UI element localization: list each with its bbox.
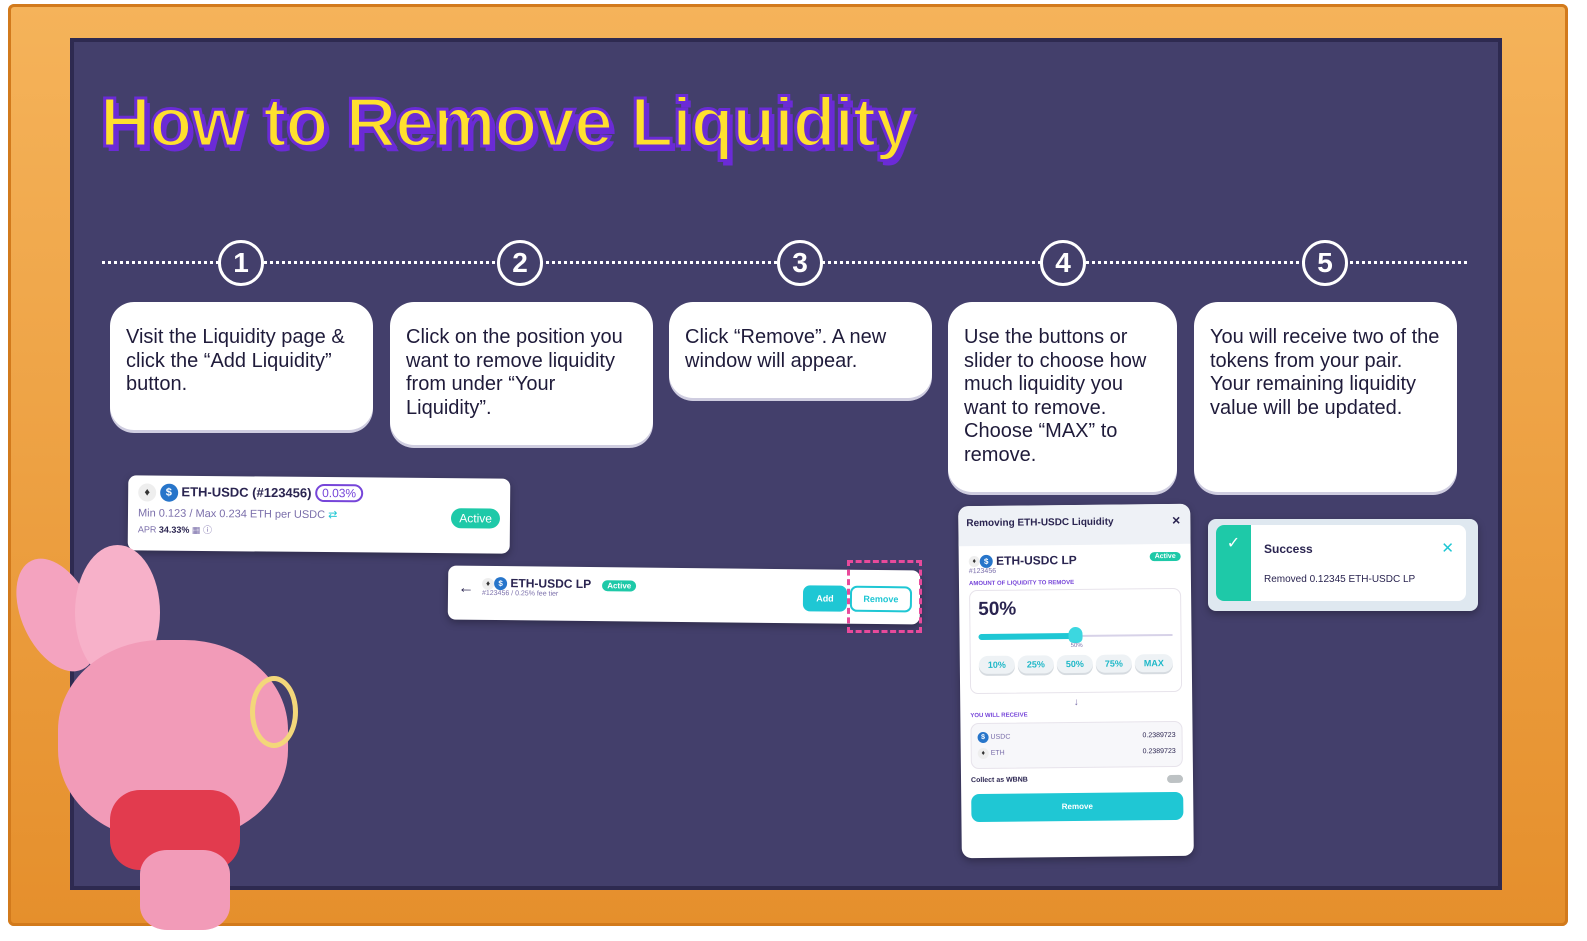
- token-symbol: USDC: [990, 734, 1011, 742]
- step-card-4: Use the buttons or slider to choose how …: [948, 302, 1177, 492]
- eth-icon: ♦: [482, 577, 495, 590]
- remove-liquidity-modal: Removing ETH-USDC Liquidity× ♦$ ETH-USDC…: [958, 503, 1194, 859]
- collect-wbnb-toggle[interactable]: [1166, 775, 1184, 784]
- step-number-4: 4: [1040, 240, 1086, 286]
- lp-name: ETH-USDC LP: [510, 576, 591, 592]
- toast-message: Removed 0.12345 ETH-USDC LP: [1264, 574, 1416, 585]
- token-symbol: ETH: [990, 750, 1005, 758]
- step-card-5: You will receive two of the tokens from …: [1194, 302, 1457, 492]
- eth-icon: ♦: [977, 747, 989, 760]
- amount-slider[interactable]: 50%: [978, 625, 1173, 650]
- arrow-down-icon: ↓: [1073, 697, 1079, 709]
- eth-icon: ♦: [138, 483, 157, 502]
- status-badge: Active: [451, 508, 501, 529]
- position-card[interactable]: ♦ $ ETH-USDC (#123456) 0.03% Min 0.123 /…: [127, 475, 511, 554]
- swap-icon[interactable]: ⇄: [328, 509, 338, 522]
- step-card-1: Visit the Liquidity page & click the “Ad…: [110, 302, 373, 430]
- receive-label: YOU WILL RECEIVE: [970, 712, 1028, 720]
- token-amount: 0.2389723: [1142, 732, 1176, 740]
- confirm-remove-button[interactable]: Remove: [971, 792, 1184, 823]
- close-icon[interactable]: ✕: [1441, 540, 1454, 557]
- status-badge: Active: [602, 580, 637, 592]
- collect-wbnb-label: Collect as WBNB: [971, 776, 1028, 785]
- preset-25[interactable]: 25%: [1017, 655, 1054, 674]
- step-number-1: 1: [218, 240, 264, 286]
- preset-max[interactable]: MAX: [1134, 654, 1173, 673]
- step-number-5: 5: [1302, 240, 1348, 286]
- toast-title: Success: [1264, 542, 1313, 556]
- status-badge: Active: [1149, 551, 1181, 562]
- usdc-icon: $: [979, 555, 993, 569]
- usdc-icon: $: [159, 483, 178, 502]
- step-card-3: Click “Remove”. A new window will appear…: [669, 302, 932, 398]
- bunny-slider-thumb[interactable]: [1068, 627, 1083, 644]
- token-row-eth: ♦ ETH 0.2389723: [977, 744, 1176, 762]
- fee-badge: 0.03%: [315, 484, 364, 503]
- step-card-2: Click on the position you want to remove…: [390, 302, 653, 445]
- success-toast: ✓ Success ✕ Removed 0.12345 ETH-USDC LP: [1208, 519, 1478, 611]
- page-title: How to Remove Liquidity: [98, 82, 915, 163]
- step-number-2: 2: [497, 240, 543, 286]
- highlight-box: [847, 560, 922, 633]
- token-amount: 0.2389723: [1142, 748, 1176, 756]
- usdc-icon: $: [977, 731, 989, 744]
- preset-50[interactable]: 50%: [1056, 655, 1093, 674]
- lp-name: ETH-USDC LP: [996, 552, 1077, 568]
- slider-fill: [978, 633, 1076, 641]
- apr-label: APR: [137, 524, 157, 535]
- close-icon[interactable]: ×: [1172, 511, 1181, 528]
- usdc-icon: $: [494, 577, 508, 591]
- price-range: Min 0.123 / Max 0.234 ETH per USDC: [137, 507, 326, 522]
- amount-label: AMOUNT OF LIQUIDITY TO REMOVE: [968, 580, 1075, 588]
- slider-label: 50%: [1070, 643, 1083, 650]
- eth-icon: ♦: [968, 556, 980, 568]
- pair-name: ETH-USDC (#123456): [181, 484, 312, 501]
- preset-10[interactable]: 10%: [978, 655, 1015, 675]
- preset-75[interactable]: 75%: [1095, 654, 1132, 674]
- lp-subtitle: #123456 / 0.25% fee tier: [481, 590, 559, 599]
- apr-value: 34.33%: [158, 524, 190, 535]
- step-number-3: 3: [777, 240, 823, 286]
- help-icon[interactable]: ⓘ: [202, 524, 213, 536]
- back-arrow-icon[interactable]: ←: [457, 579, 475, 597]
- check-circle-icon: ✓: [1216, 525, 1251, 601]
- amount-value: 50%: [978, 598, 1017, 621]
- modal-title: Removing ETH-USDC Liquidity: [966, 516, 1114, 530]
- calculator-icon[interactable]: ▦: [191, 524, 201, 535]
- add-button[interactable]: Add: [802, 585, 848, 612]
